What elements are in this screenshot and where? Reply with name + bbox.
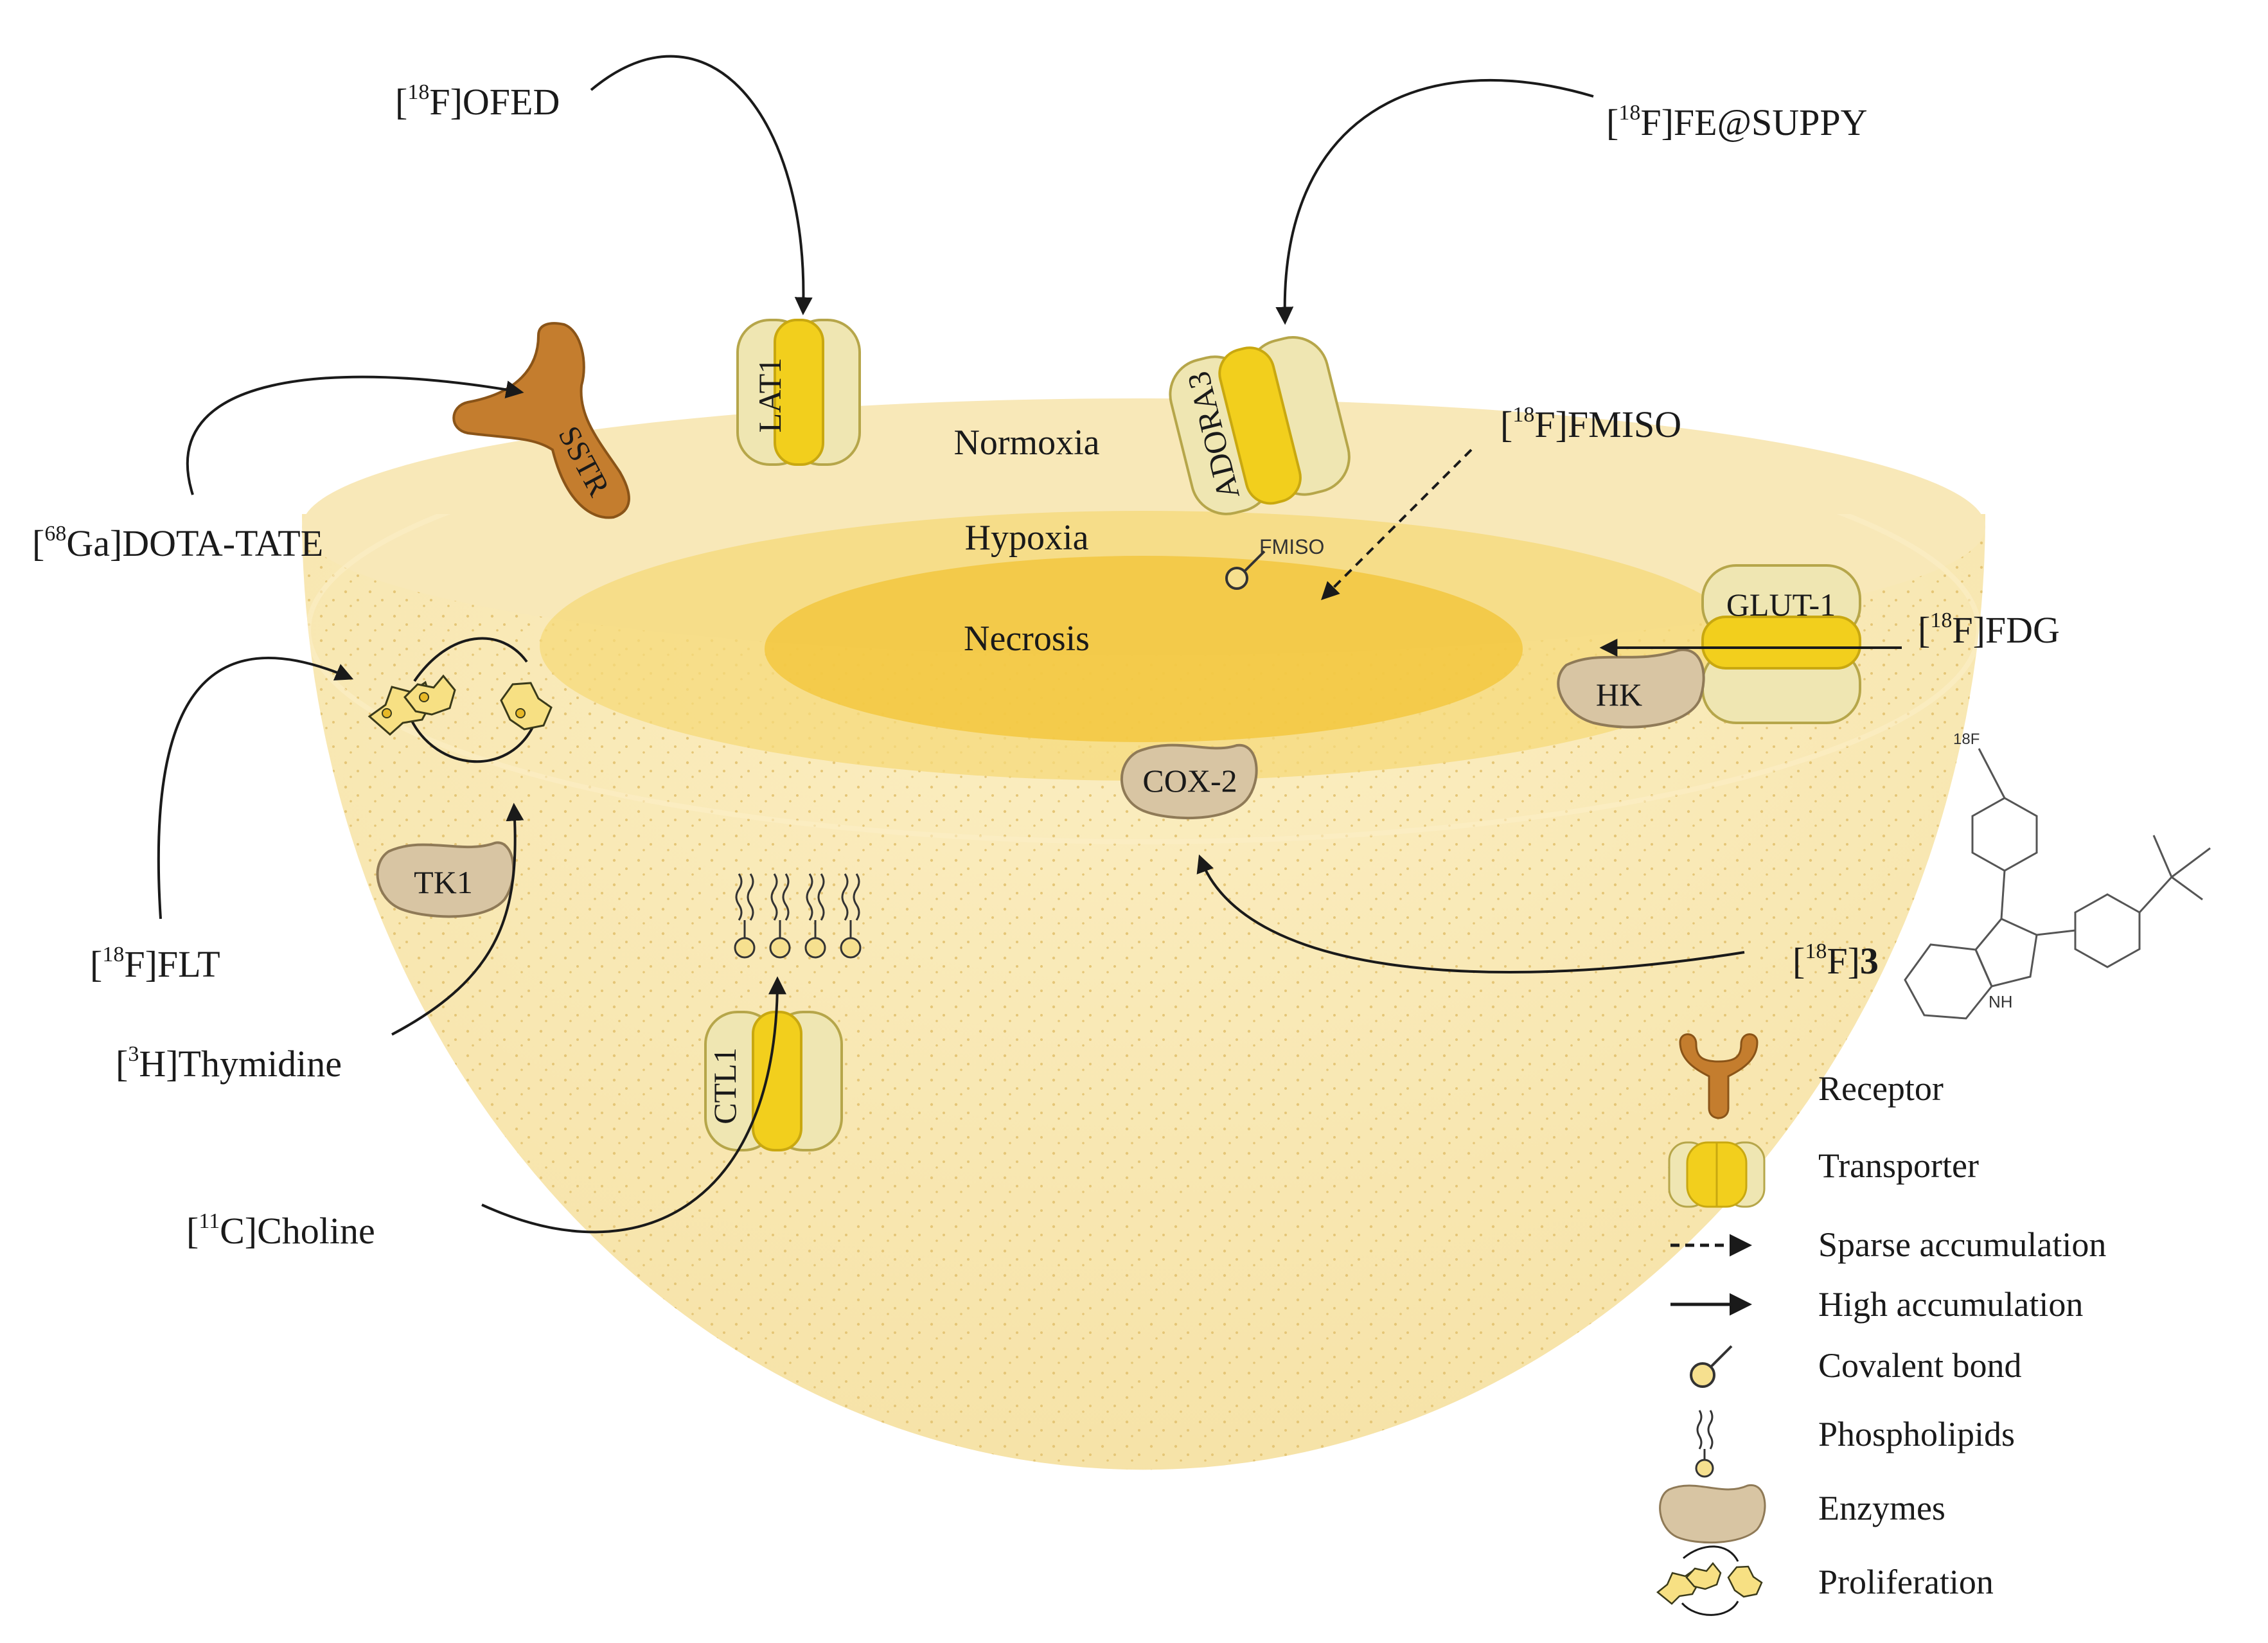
tumor-body: [302, 398, 1985, 1470]
legend-phospholipids-label: Phospholipids: [1818, 1415, 2015, 1453]
flt-arrow: [157, 657, 354, 919]
legend-enzyme-icon: [1659, 1484, 1766, 1544]
tracer-dota-tate: [68Ga]DOTA-TATE: [32, 522, 323, 564]
legend-receptor-label: Receptor: [1818, 1069, 1944, 1108]
fe-suppy-arrow: [1275, 78, 1594, 325]
fmiso-small-label: FMISO: [1259, 535, 1324, 558]
svg-text:[18F]OFED: [18F]OFED: [395, 80, 560, 123]
cox2-label: COX-2: [1142, 763, 1237, 799]
hk-label: HK: [1596, 677, 1642, 713]
tracer-fe-suppy: [18F]FE@SUPPY: [1606, 101, 1868, 143]
legend-covalent-icon: [1690, 1345, 1733, 1388]
necrosis-zone: [765, 556, 1523, 742]
svg-text:[11C]Choline: [11C]Choline: [186, 1209, 375, 1252]
normoxia-label: Normoxia: [953, 423, 1099, 463]
fmiso-covalent-marker: FMISO: [1225, 535, 1324, 590]
legend-proliferation-label: Proliferation: [1818, 1563, 1994, 1601]
fluorine-small-label: 18F: [1953, 731, 1980, 748]
ctl1-label: CTL1: [707, 1047, 743, 1124]
tracer-ofed: [18F]OFED: [395, 80, 560, 123]
legend-transporter-icon: [1668, 1141, 1766, 1208]
legend-enzymes-label: Enzymes: [1818, 1489, 1945, 1527]
nh-label: NH: [1989, 992, 2013, 1011]
tracer-thymidine: [3H]Thymidine: [116, 1042, 342, 1085]
fmiso-arrow: [1321, 448, 1473, 600]
svg-text:[18F]FDG: [18F]FDG: [1918, 608, 2060, 651]
svg-text:[18F]FE@SUPPY: [18F]FE@SUPPY: [1606, 101, 1868, 143]
tracer-fmiso: [18F]FMISO: [1500, 403, 1681, 445]
legend: Receptor Transporter Sparse accumulation…: [1656, 1033, 2106, 1616]
tracer-compound3: [18F]3: [1793, 939, 1879, 982]
tracer-fdg: [18F]FDG: [1918, 608, 2060, 651]
ctl1-transporter: CTL1: [704, 1011, 843, 1151]
legend-sparse-label: Sparse accumulation: [1818, 1225, 2106, 1264]
arrows: [157, 55, 1902, 1234]
svg-text:[18F]3: [18F]3: [1793, 939, 1879, 982]
svg-text:[68Ga]DOTA-TATE: [68Ga]DOTA-TATE: [32, 522, 323, 564]
phospholipids: [734, 873, 862, 959]
cox2-enzyme: COX-2: [1121, 743, 1258, 820]
tracer-choline: [11C]Choline: [186, 1209, 375, 1252]
tk1-label: TK1: [414, 864, 473, 900]
lat1-label: LAT1: [752, 358, 788, 433]
svg-text:[18F]FMISO: [18F]FMISO: [1500, 403, 1681, 445]
necrosis-label: Necrosis: [964, 619, 1090, 659]
lat1-transporter: LAT1: [736, 319, 861, 466]
proliferation-symbol: [368, 637, 553, 763]
tk1-enzyme: TK1: [376, 841, 515, 918]
legend-receptor-icon: [1679, 1033, 1759, 1119]
glut1-transporter: GLUT-1: [1701, 564, 1861, 724]
dota-tate-arrow: [186, 375, 524, 495]
compound3-arrow: [1196, 854, 1745, 973]
svg-text:[18F]FLT: [18F]FLT: [90, 943, 220, 985]
svg-text:[3H]Thymidine: [3H]Thymidine: [116, 1042, 342, 1085]
thymidine-arrow: [391, 803, 524, 1036]
glut1-label: GLUT-1: [1726, 587, 1836, 623]
hypoxia-label: Hypoxia: [965, 518, 1089, 558]
tracer-flt: [18F]FLT: [90, 943, 220, 985]
legend-high-label: High accumulation: [1818, 1285, 2083, 1324]
compound3-structure: [1904, 748, 2211, 1020]
adora3-transporter: ADORA3: [1169, 335, 1351, 515]
ofed-arrow: [590, 55, 813, 315]
hk-enzyme: HK: [1557, 648, 1705, 729]
legend-phospholipids-icon: [1695, 1410, 1714, 1478]
choline-arrow: [481, 976, 786, 1234]
legend-transporter-label: Transporter: [1818, 1146, 1979, 1185]
legend-covalent-label: Covalent bond: [1818, 1346, 2021, 1385]
legend-proliferation-icon: [1656, 1545, 1763, 1616]
